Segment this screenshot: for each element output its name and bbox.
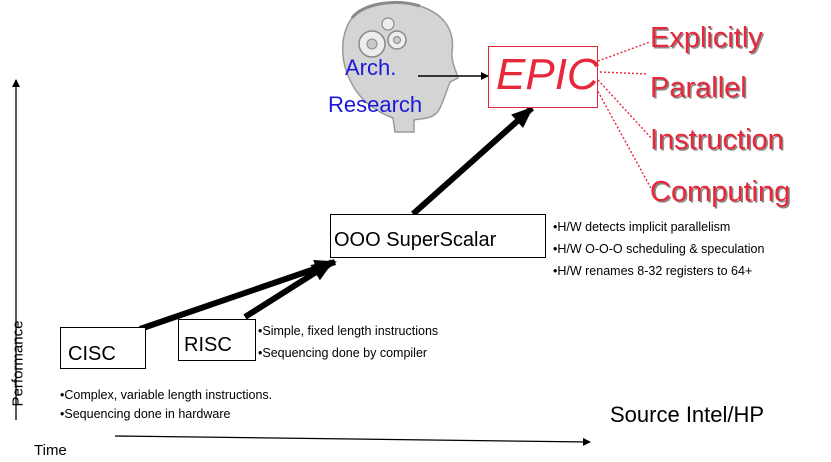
x-axis-label: Time <box>34 442 67 459</box>
epic-expansion-parallel: Parallel <box>650 72 747 104</box>
x-axis-arrow <box>114 435 591 446</box>
y-axis-label: Performance <box>9 320 27 407</box>
epic-expansion-computing: Computing <box>650 176 791 208</box>
source-credit: Source Intel/HP <box>610 402 765 427</box>
risc-label: RISC <box>184 334 232 356</box>
risc-box <box>178 319 256 361</box>
epic-expansion-connectors <box>595 41 653 191</box>
epic-box <box>488 46 598 108</box>
cisc-note-2: •Sequencing done in hardware <box>60 407 231 421</box>
risc-to-ooo-arrow <box>243 259 334 320</box>
epic-expansion-explicitly: Explicitly <box>650 22 763 54</box>
ooo-superscalar-label: OOO SuperScalar <box>334 229 497 251</box>
research-label-line2: Research <box>328 92 423 117</box>
research-head-icon <box>342 0 459 133</box>
ooo-superscalar-box <box>330 214 546 258</box>
cisc-label: CISC <box>68 343 116 365</box>
epic-label: EPIC <box>496 50 599 99</box>
epic-expansion-instruction: Instruction <box>650 124 784 156</box>
risc-note-1: •Simple, fixed length instructions <box>258 324 439 338</box>
ooo-note-1: •H/W detects implicit parallelism <box>553 220 731 234</box>
ooo-to-epic-arrow <box>411 105 534 217</box>
cisc-box <box>60 327 146 369</box>
cisc-note-1: •Complex, variable length instructions. <box>60 388 273 402</box>
ooo-note-2: •H/W O-O-O scheduling & speculation <box>553 242 765 256</box>
research-label-line1: Arch. <box>345 55 397 80</box>
cisc-to-ooo-arrow <box>139 259 337 332</box>
risc-note-2: •Sequencing done by compiler <box>258 346 428 360</box>
ooo-note-3: •H/W renames 8-32 registers to 64+ <box>553 264 753 278</box>
